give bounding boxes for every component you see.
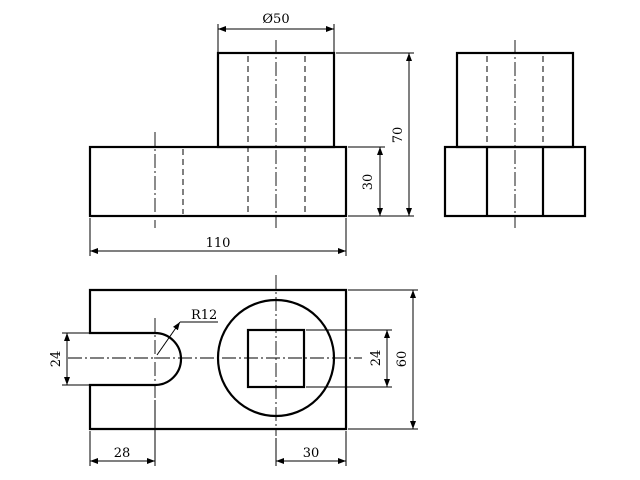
radius-leader [156,321,181,356]
side-view [443,40,587,228]
total-height-dimension-label: 70 [391,127,406,144]
top-view: R12 24 24 60 28 30 [49,275,418,466]
square-dimension-label: 24 [369,350,384,367]
front-view: Ø50 70 30 110 [88,12,414,256]
top-outline-with-slot [88,288,348,431]
depth-dimension-label: 60 [395,351,410,368]
radius-label: R12 [191,308,217,323]
slot-length-dimension-label: 28 [114,446,131,461]
slot-width-dimension-label: 24 [49,351,64,368]
right-offset-dimension-label: 30 [303,446,320,461]
base-height-dimension-label: 30 [361,174,376,191]
diameter-dimension-label: Ø50 [262,12,289,27]
width-dimension-label: 110 [206,236,231,251]
front-base-outline [88,145,348,218]
